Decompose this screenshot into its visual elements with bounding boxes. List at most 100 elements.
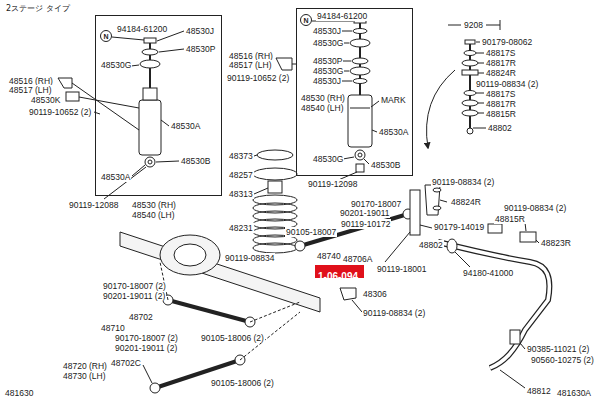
leader-line [536, 240, 539, 243]
part-number: 90179-08062 [481, 37, 533, 47]
leader-line [500, 370, 525, 388]
leader-line [440, 200, 447, 202]
part-number: 48530J [312, 26, 342, 36]
part-number: 90119-18001 [376, 264, 427, 274]
part-number: 48530J [185, 26, 215, 36]
part-number: 48530J [312, 76, 342, 86]
leader-line [364, 159, 369, 164]
link-end [467, 128, 473, 134]
part-number: 90179-14019 [433, 222, 485, 232]
bushing [350, 39, 370, 47]
differential [160, 235, 220, 275]
n-symbol [301, 15, 312, 26]
bump-stopper [268, 181, 282, 193]
leader-line [385, 232, 410, 262]
part-number: 90560-10275 (2) [530, 355, 595, 365]
part-number: 48530B [370, 160, 401, 170]
part-number: 48730 (LH) [62, 371, 107, 381]
rod-bracket [410, 190, 420, 235]
part-number: 48517 (LH) [228, 60, 273, 70]
bracket [276, 58, 292, 70]
cushion [488, 224, 502, 233]
bracket-line [486, 25, 500, 26]
actuator [66, 92, 79, 101]
spring-insulator [253, 168, 297, 180]
part-number: 48817S [485, 89, 516, 99]
part-number: 94184-61200 [116, 24, 168, 34]
part-number: 90119-08834 (2) [475, 79, 539, 89]
cushion [462, 110, 478, 116]
leader-line [478, 113, 484, 114]
leader-line [476, 53, 484, 54]
part-number: 48823R [540, 238, 572, 248]
part-number: 48815R [485, 109, 517, 119]
bushing [510, 330, 520, 344]
part-number: 90105-18006 (2) [210, 378, 275, 388]
bushing [140, 60, 160, 68]
part-number: 90105-18006 (2) [200, 333, 265, 343]
mount-eye [145, 157, 155, 167]
part-number: 90119-10172 [340, 219, 391, 229]
bracket-line [448, 25, 461, 26]
part-number: 48530A [378, 127, 409, 137]
part-number: 90170-18007 (2) [114, 333, 179, 343]
part-number: 90385-11021 (2) [526, 344, 590, 354]
mount-eye [355, 150, 365, 160]
n-symbol-letter: N [301, 16, 311, 25]
bracket [340, 288, 356, 300]
part-number: 48740 [316, 251, 342, 261]
leader-line [372, 130, 377, 132]
reference-arrow [427, 70, 455, 148]
part-number: 48231 [228, 223, 254, 233]
part-number: 48530B [180, 156, 211, 166]
bracket-line [500, 20, 501, 30]
part-number: 90201-19011 [339, 208, 390, 218]
part-number: 48720 (RH) [62, 361, 108, 371]
bolt [433, 188, 441, 192]
part-number: 48306 [362, 289, 388, 299]
washer [464, 51, 476, 56]
part-number: 48702 [128, 312, 154, 322]
nut [465, 40, 475, 44]
part-number: 90119-12088 [68, 200, 119, 210]
part-number: 90119-10652 (2) [28, 107, 92, 117]
bracket [58, 78, 72, 88]
leader-line [342, 61, 351, 62]
leader-line [342, 31, 352, 32]
part-number: 48802 [418, 240, 444, 250]
part-number: 48817R [485, 58, 517, 68]
leader-line [343, 157, 354, 159]
shock-body [139, 100, 161, 155]
part-number: 94180-41000 [462, 268, 514, 278]
part-number: 48815R [494, 214, 526, 224]
leader-line [455, 252, 470, 267]
leader-line [476, 93, 484, 94]
part-number: 48530G [312, 38, 344, 48]
part-caption: 48530 (RH) 48540 (LH) [132, 200, 182, 220]
n-symbol-letter: N [101, 32, 111, 41]
tag-text: 1-06-094 [318, 271, 358, 282]
part-number: 48824R [450, 197, 482, 207]
washer [353, 29, 367, 34]
nut [144, 38, 156, 43]
differential-cover [174, 244, 206, 266]
part-number: 90119-08834 (2) [362, 308, 426, 318]
marking-note: MARK [380, 95, 407, 105]
bushing-eye [150, 383, 160, 393]
upper-link [168, 300, 250, 322]
leader-line [478, 103, 484, 104]
link-bracket [425, 185, 440, 215]
bushing [447, 239, 457, 253]
bushing [352, 58, 368, 64]
group-frame: 2ステージ タイプ48530 (RH) 48540 (LH) [95, 15, 222, 196]
leader-line [143, 365, 152, 383]
part-number: 48530A [170, 121, 201, 131]
part-number: 48710 [100, 323, 126, 333]
washer [353, 79, 367, 84]
coil-spring [253, 243, 297, 253]
part-number: 90119-12098 [307, 179, 358, 189]
leader-line [156, 161, 179, 162]
part-number: 48530G [312, 66, 344, 76]
group-number: 9208 [463, 20, 484, 30]
leader-line [342, 81, 352, 82]
